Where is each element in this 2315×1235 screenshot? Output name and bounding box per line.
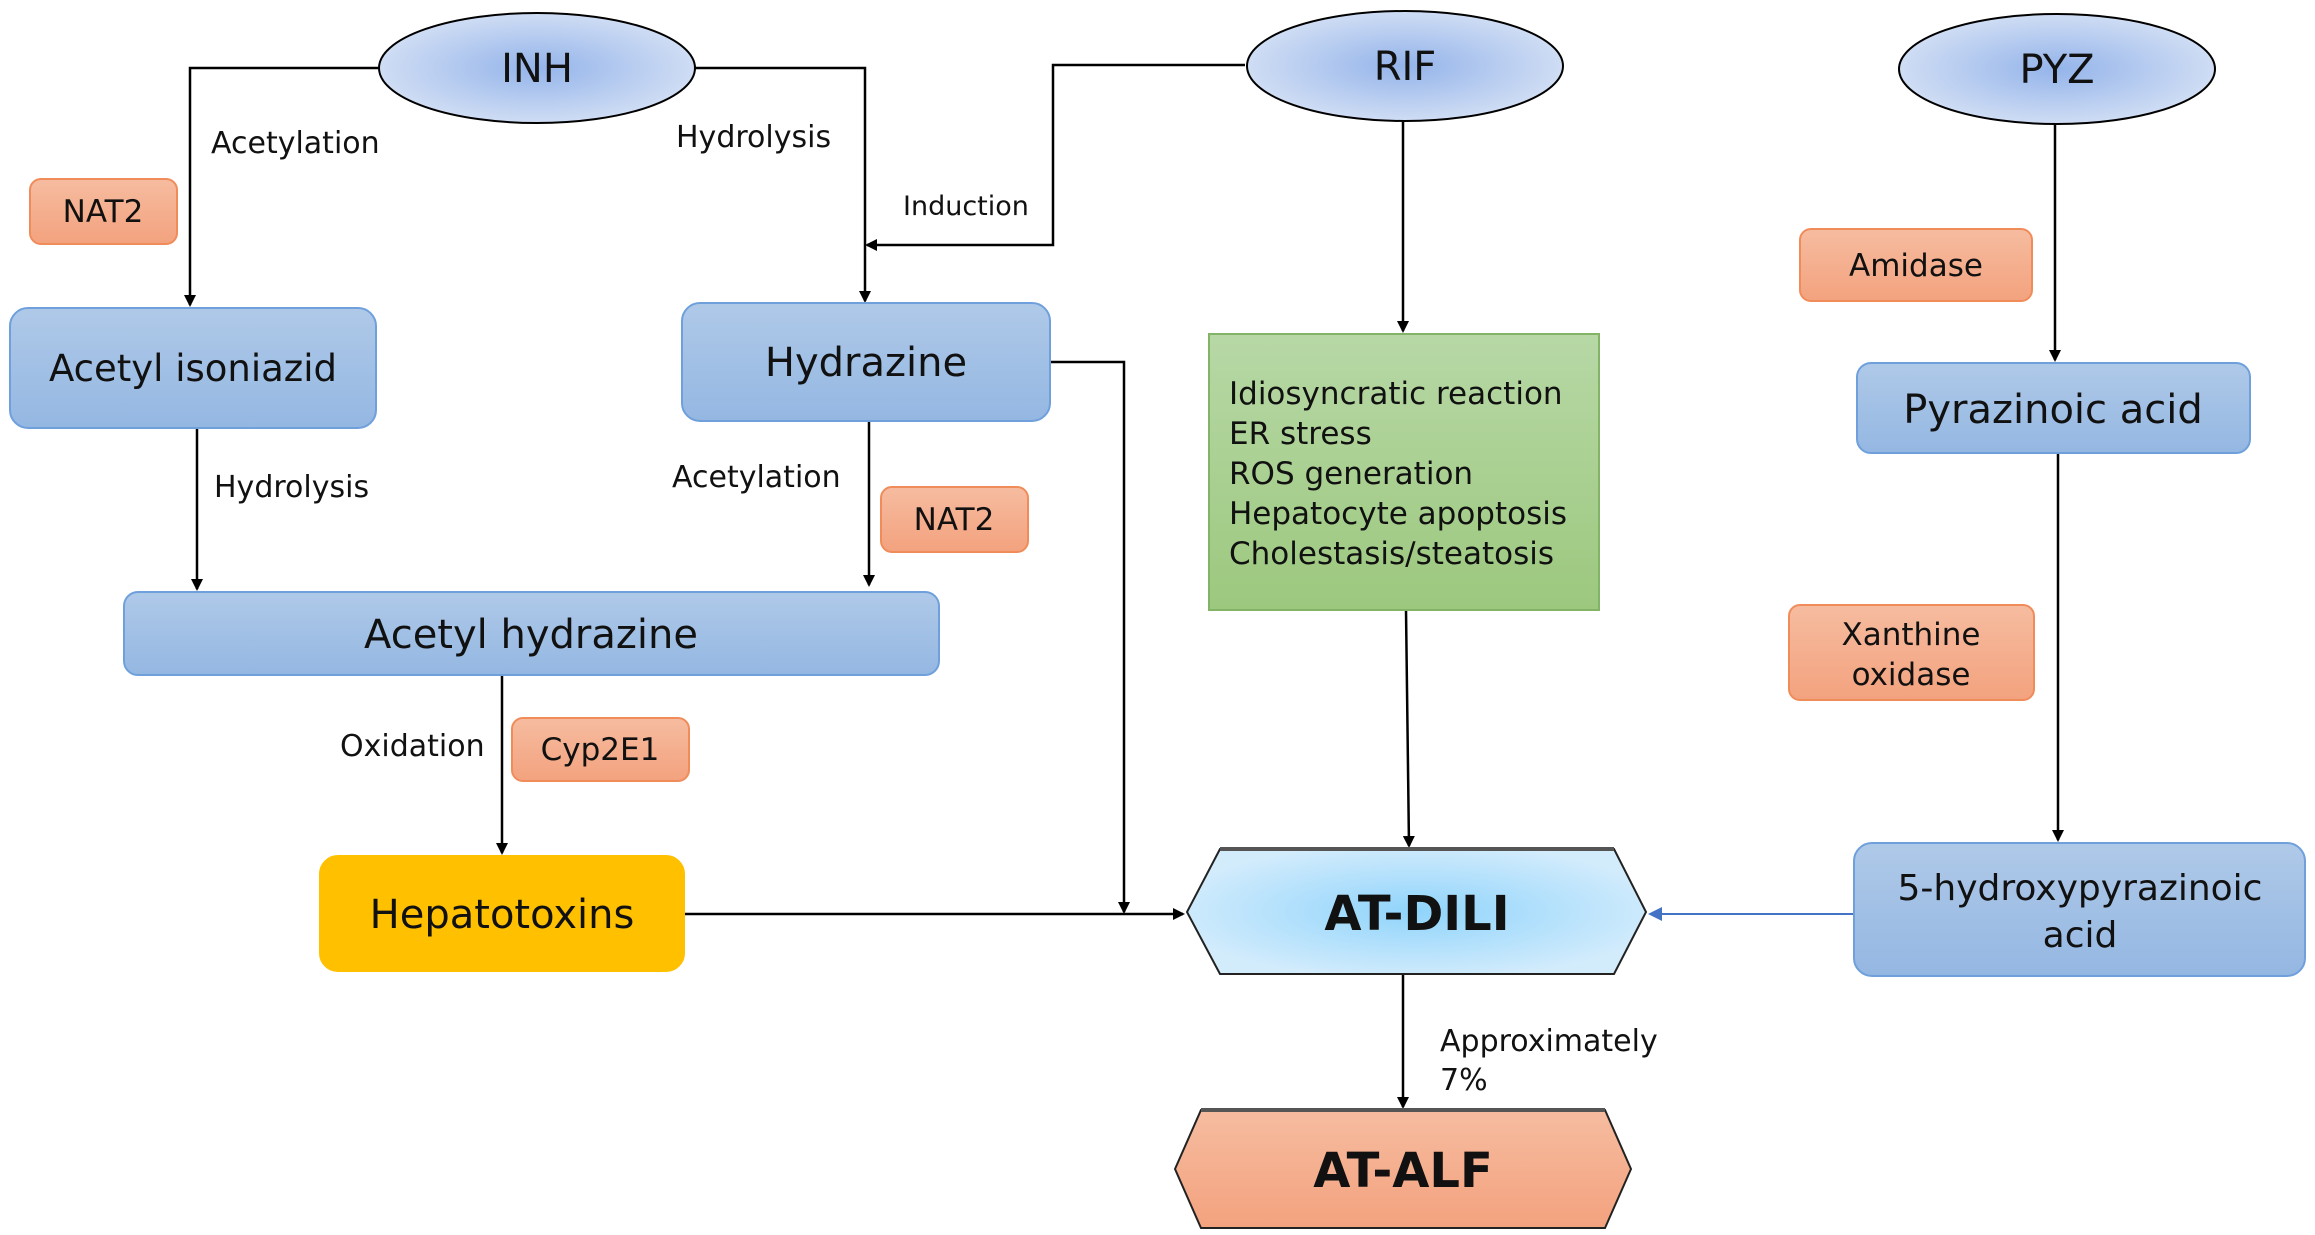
metabolite-hydroxy-line2: acid (2043, 915, 2118, 956)
enzyme-nat2-b-label: NAT2 (914, 502, 995, 538)
reaction-hydrolysis-2: Hydrolysis (214, 470, 369, 505)
metabolite-pyrazinoic-acid-label: Pyrazinoic acid (1903, 387, 2203, 433)
metabolite-hydrazine[interactable]: Hydrazine (681, 302, 1051, 422)
drug-rif[interactable]: RIF (1246, 10, 1564, 122)
rif-effects-box[interactable]: Idiosyncratic reaction ER stress ROS gen… (1208, 333, 1600, 611)
rif-effect-item: ROS generation (1229, 456, 1473, 492)
reaction-approx-line2: 7% (1440, 1063, 1488, 1098)
enzyme-xanthine-line2: oxidase (1852, 657, 1971, 693)
reaction-acetylation-2: Acetylation (672, 460, 841, 495)
enzyme-amidase[interactable]: Amidase (1799, 228, 2033, 302)
metabolite-hydrazine-label: Hydrazine (765, 340, 967, 386)
drug-pyz[interactable]: PYZ (1898, 13, 2216, 125)
edge-inh-to-hydrazine (695, 66, 871, 303)
edge-hydrazine-to-dili (1050, 360, 1130, 914)
drug-inh[interactable]: INH (378, 12, 696, 124)
rif-effect-item: Cholestasis/steatosis (1229, 536, 1554, 572)
reaction-induction: Induction (903, 191, 1029, 222)
enzyme-cyp2e1-label: Cyp2E1 (541, 732, 660, 768)
reaction-oxidation: Oxidation (340, 729, 485, 764)
outcome-at-dili-label: AT-DILI (1324, 886, 1509, 942)
enzyme-cyp2e1[interactable]: Cyp2E1 (511, 717, 690, 782)
rif-effect-item: Hepatocyte apoptosis (1229, 496, 1567, 532)
enzyme-xanthine-oxidase[interactable]: Xanthine oxidase (1788, 604, 2035, 701)
enzyme-nat2-b[interactable]: NAT2 (880, 486, 1029, 553)
edge-inh-to-acetyl-isoniazid (184, 66, 380, 307)
enzyme-amidase-label: Amidase (1849, 248, 1983, 284)
metabolite-hepatotoxins-label: Hepatotoxins (370, 892, 635, 938)
reaction-hydrolysis-1: Hydrolysis (676, 120, 831, 155)
enzyme-xanthine-line1: Xanthine (1841, 617, 1980, 653)
drug-rif-label: RIF (1374, 44, 1437, 90)
rif-effect-item: ER stress (1229, 416, 1372, 452)
metabolite-hydroxy-line1: 5-hydroxypyrazinoic (1898, 868, 2263, 909)
rif-effect-item: Idiosyncratic reaction (1229, 376, 1563, 412)
reaction-approx-line1: Approximately (1440, 1024, 1658, 1059)
drug-inh-label: INH (501, 46, 573, 92)
enzyme-nat2-a[interactable]: NAT2 (29, 178, 178, 245)
metabolite-acetyl-isoniazid-label: Acetyl isoniazid (49, 347, 337, 390)
outcome-at-dili[interactable]: AT-DILI (1185, 847, 1648, 975)
edge-rif-induction (865, 63, 1245, 251)
outcome-at-alf[interactable]: AT-ALF (1173, 1108, 1633, 1229)
metabolite-hepatotoxins[interactable]: Hepatotoxins (319, 855, 685, 972)
outcome-at-alf-label: AT-ALF (1313, 1143, 1493, 1199)
edge-effects-to-dili (1402, 609, 1415, 848)
metabolite-5-hydroxypyrazinoic-acid[interactable]: 5-hydroxypyrazinoic acid (1853, 842, 2306, 977)
reaction-acetylation-1: Acetylation (211, 126, 380, 161)
drug-pyz-label: PYZ (2019, 47, 2094, 93)
metabolite-pyrazinoic-acid[interactable]: Pyrazinoic acid (1856, 362, 2251, 454)
metabolite-acetyl-hydrazine[interactable]: Acetyl hydrazine (123, 591, 940, 676)
metabolite-acetyl-hydrazine-label: Acetyl hydrazine (364, 612, 698, 658)
metabolite-acetyl-isoniazid[interactable]: Acetyl isoniazid (9, 307, 377, 429)
enzyme-nat2-a-label: NAT2 (63, 194, 144, 230)
